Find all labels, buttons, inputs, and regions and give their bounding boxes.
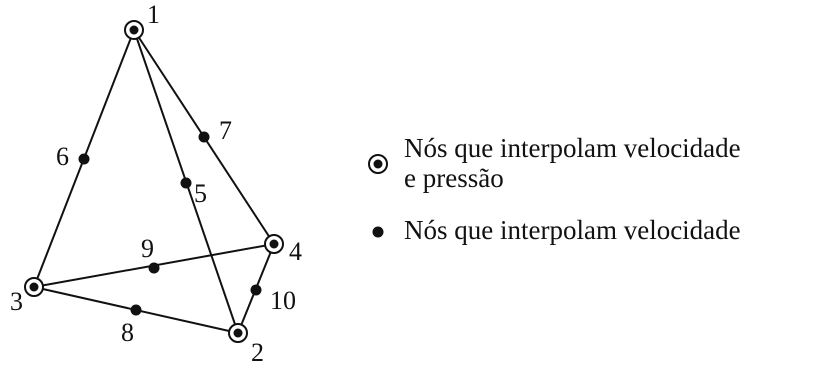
mid-node-7 [198, 131, 210, 143]
vertex-node-2 [228, 323, 248, 343]
node-label-2: 2 [251, 338, 264, 367]
legend-mid-nodes-text: Nós que interpolam velocidade [404, 215, 741, 245]
node-label-9: 9 [141, 234, 154, 263]
node-label-4: 4 [289, 237, 302, 266]
node-label-10: 10 [270, 286, 296, 315]
mid-node-10 [250, 284, 262, 296]
legend-vertex-nodes: Nós que interpolam velocidade e pressão [366, 133, 741, 193]
mid-node-5 [180, 177, 192, 189]
filled-dot-node-icon [372, 226, 384, 238]
edges [33, 29, 275, 334]
vertex-node-3 [24, 277, 44, 297]
legend-mid-nodes: Nós que interpolam velocidade [366, 215, 741, 245]
node-label-5: 5 [194, 179, 207, 208]
mid-node-6 [78, 153, 90, 165]
legend-mid-nodes-line1: Nós que interpolam velocidade [404, 215, 741, 245]
legend-vertex-nodes-line2: e pressão [404, 163, 504, 193]
node-label-3: 3 [10, 287, 23, 316]
legend-vertex-nodes-text: Nós que interpolam velocidade e pressão [404, 133, 741, 193]
vertex-node-1 [124, 20, 144, 40]
node-label-7: 7 [219, 116, 232, 145]
mid-node-9 [148, 262, 160, 274]
node-label-8: 8 [121, 318, 134, 347]
double-circle-node-icon [368, 154, 388, 174]
legend-vertex-nodes-line1: Nós que interpolam velocidade [404, 133, 741, 163]
node-label-1: 1 [147, 0, 160, 29]
node-label-6: 6 [56, 142, 69, 171]
vertex-node-4 [264, 234, 284, 254]
mid-node-8 [130, 304, 142, 316]
